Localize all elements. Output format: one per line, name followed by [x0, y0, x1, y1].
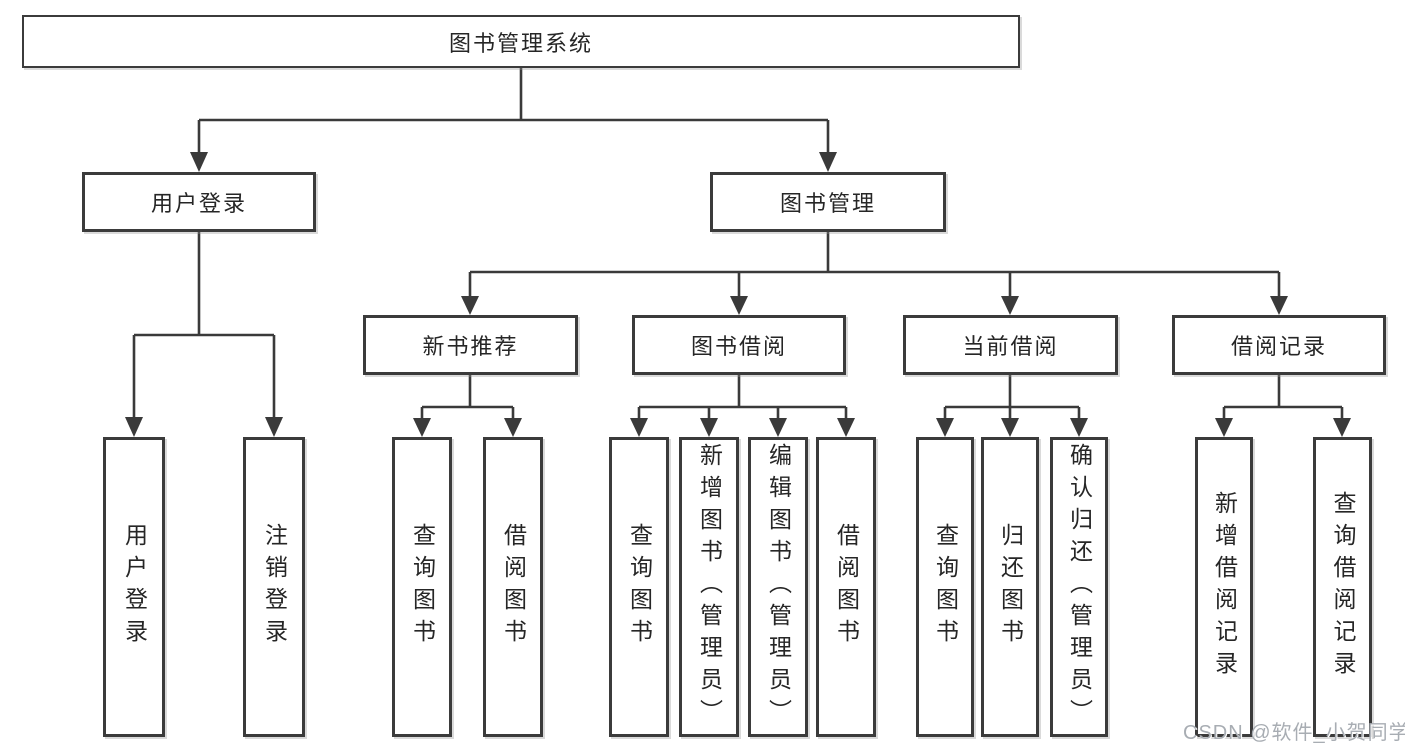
node-cb-query-book-label: 查询图书	[932, 523, 959, 651]
node-new-book-rec-label: 新书推荐	[422, 334, 519, 359]
node-bb-edit-book-label: 编辑图书（管理员）	[765, 443, 792, 731]
node-leaf-user-login: 用户登录	[103, 437, 165, 737]
node-root-label: 图书管理系统	[448, 30, 593, 56]
node-br-add-record: 新增借阅记录	[1195, 437, 1253, 737]
node-nb-query-book-label: 查询图书	[409, 523, 436, 651]
node-br-query-record-label: 查询借阅记录	[1330, 491, 1356, 683]
node-borrow-record: 借阅记录	[1172, 315, 1386, 375]
arrowhead-down-icon	[630, 418, 648, 437]
node-current-borrow: 当前借阅	[903, 315, 1118, 375]
connector-root-to-level2	[190, 67, 837, 172]
node-bb-query-book: 查询图书	[609, 437, 669, 737]
connector-line	[197, 67, 830, 156]
node-br-query-record: 查询借阅记录	[1313, 437, 1372, 737]
arrowhead-down-icon	[1001, 418, 1019, 437]
connector-line	[637, 375, 848, 423]
node-bb-edit-book: 编辑图书（管理员）	[748, 437, 808, 737]
node-book-mgmt: 图书管理	[710, 172, 946, 232]
arrowhead-down-icon	[700, 418, 718, 437]
node-bb-add-book: 新增图书（管理员）	[679, 437, 739, 737]
node-user-login: 用户登录	[82, 172, 316, 232]
node-bb-query-book-label: 查询图书	[626, 523, 653, 651]
node-root: 图书管理系统	[22, 15, 1020, 68]
arrowhead-down-icon	[730, 296, 748, 315]
connector-book-borrow-to-leaves	[630, 375, 855, 437]
connector-current-borrow-to-leaves	[936, 375, 1088, 437]
connector-book-mgmt-to-level3	[461, 232, 1288, 315]
connector-line	[943, 375, 1081, 423]
node-bb-add-book-label: 新增图书（管理员）	[696, 443, 723, 731]
node-nb-borrow-book: 借阅图书	[483, 437, 543, 737]
node-leaf-logout: 注销登录	[243, 437, 305, 737]
node-nb-query-book: 查询图书	[392, 437, 452, 737]
node-cb-confirm-return: 确认归还（管理员）	[1050, 437, 1108, 737]
node-new-book-rec: 新书推荐	[363, 315, 578, 375]
arrowhead-down-icon	[769, 418, 787, 437]
node-br-add-record-label: 新增借阅记录	[1211, 491, 1238, 683]
node-nb-borrow-book-label: 借阅图书	[500, 523, 527, 651]
node-cb-return-book-label: 归还图书	[997, 523, 1024, 651]
arrowhead-down-icon	[1270, 296, 1288, 315]
arrowhead-down-icon	[1215, 418, 1233, 437]
node-leaf-logout-label: 注销登录	[261, 523, 288, 651]
arrowhead-down-icon	[504, 418, 522, 437]
node-book-mgmt-label: 图书管理	[779, 191, 876, 216]
node-book-borrow: 图书借阅	[632, 315, 846, 375]
node-cb-confirm-return-label: 确认归还（管理员）	[1066, 443, 1093, 731]
node-borrow-record-label: 借阅记录	[1230, 334, 1327, 359]
connector-line	[1222, 375, 1344, 423]
arrowhead-down-icon	[837, 418, 855, 437]
connector-new-book-rec-to-leaves	[413, 375, 522, 437]
arrowhead-down-icon	[413, 418, 431, 437]
node-book-borrow-label: 图书借阅	[690, 334, 787, 359]
node-current-borrow-label: 当前借阅	[962, 334, 1059, 359]
node-user-login-label: 用户登录	[150, 191, 247, 216]
arrowhead-down-icon	[190, 152, 208, 172]
node-cb-query-book: 查询图书	[916, 437, 974, 737]
arrowhead-down-icon	[1001, 296, 1019, 315]
connector-line	[420, 375, 515, 423]
arrowhead-down-icon	[1333, 418, 1351, 437]
arrowhead-down-icon	[1070, 418, 1088, 437]
arrowhead-down-icon	[461, 296, 479, 315]
arrowhead-down-icon	[265, 417, 283, 437]
arrowhead-down-icon	[936, 418, 954, 437]
node-leaf-user-login-label: 用户登录	[121, 523, 148, 651]
connector-user-login-to-leaves	[125, 232, 283, 437]
connector-borrow-record-to-leaves	[1215, 375, 1351, 437]
arrowhead-down-icon	[125, 417, 143, 437]
connector-line	[468, 232, 1281, 300]
arrowhead-down-icon	[819, 152, 837, 172]
connector-line	[132, 232, 276, 421]
node-bb-borrow-book: 借阅图书	[816, 437, 876, 737]
csdn-watermark: CSDN @软件_小贺同学	[1183, 722, 1405, 744]
node-cb-return-book: 归还图书	[981, 437, 1039, 737]
node-bb-borrow-book-label: 借阅图书	[833, 523, 860, 651]
